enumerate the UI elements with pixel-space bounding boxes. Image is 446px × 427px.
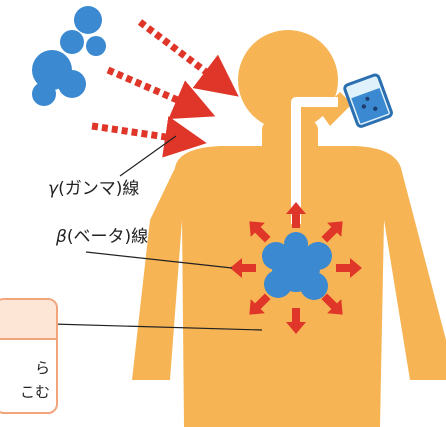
beta-symbol: β <box>56 227 67 247</box>
gamma-symbol: γ <box>48 179 58 199</box>
callout-header <box>0 300 56 340</box>
gamma-ray-arrows <box>92 22 222 140</box>
beta-ray-label: β(ベータ)線 <box>56 222 148 247</box>
gamma-leader-line <box>120 136 176 176</box>
human-body-figure <box>132 30 446 427</box>
radioactive-particles-icon <box>32 6 106 106</box>
gamma-arrow-1 <box>140 22 222 84</box>
internal-exposure-callout: ら こむ <box>0 298 58 414</box>
gamma-text: (ガンマ)線 <box>58 179 139 199</box>
callout-text: ら こむ <box>20 356 50 404</box>
glass-of-water-icon <box>344 74 393 128</box>
gamma-arrow-3 <box>92 126 186 140</box>
gamma-ray-label: γ(ガンマ)線 <box>48 174 139 199</box>
beta-text: (ベータ)線 <box>67 227 148 247</box>
gamma-arrow-2 <box>108 70 196 108</box>
